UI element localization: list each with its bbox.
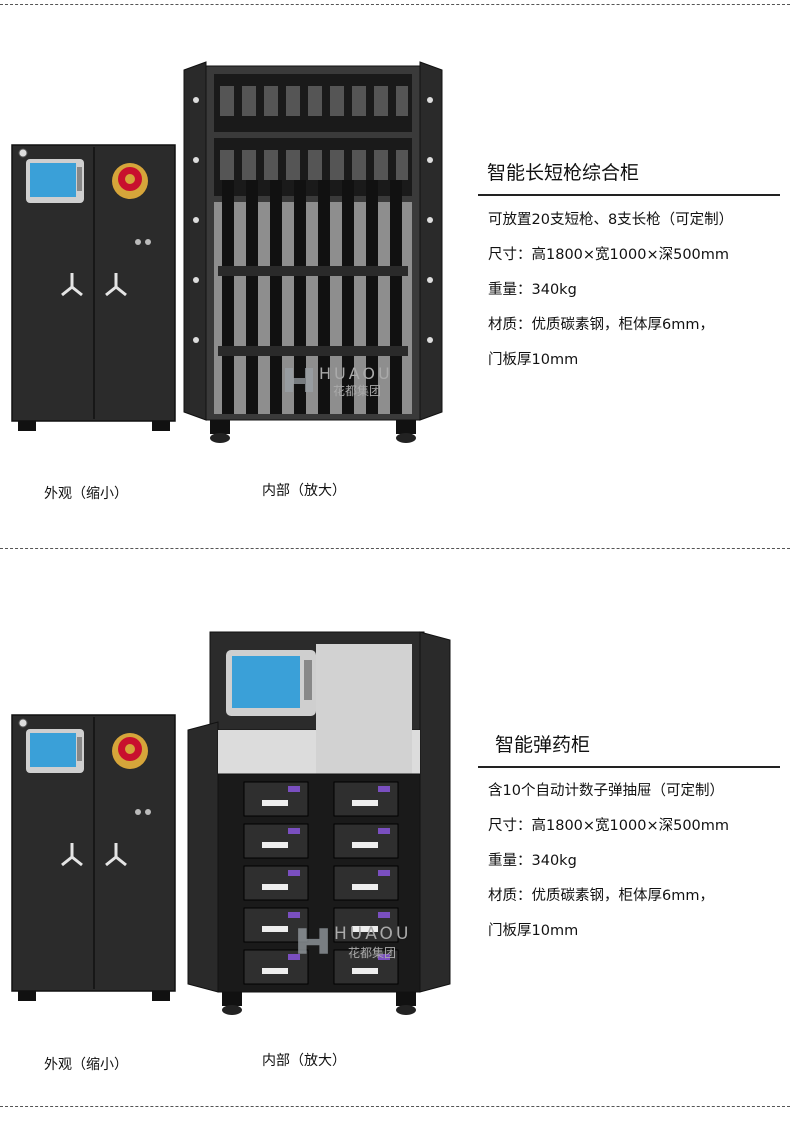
spec-weight: 重量：340kg bbox=[488, 282, 577, 298]
spec-capacity: 可放置20支短枪、8支长枪（可定制） bbox=[488, 212, 734, 228]
interior-cabinet-image bbox=[187, 631, 451, 1015]
spec-weight: 重量：340kg bbox=[488, 853, 577, 869]
spec-capacity: 含10个自动计数子弹抽屉（可定制） bbox=[488, 783, 724, 799]
watermark-brand: HUAOU bbox=[334, 924, 412, 944]
caption-interior: 内部（放大） bbox=[262, 1053, 346, 1069]
watermark-brand: HUAOU bbox=[319, 364, 393, 383]
spec-size: 尺寸：高1800×宽1000×深500mm bbox=[488, 818, 730, 834]
divider-middle bbox=[0, 548, 790, 549]
product-section-ammo-cabinet: HUAOU 花都集团 外观（缩小） 内部（放大） 智能弹药柜 含10个自动计数子… bbox=[0, 560, 790, 1106]
huaou-watermark: HUAOU 花都集团 bbox=[296, 922, 456, 962]
watermark-cn: 花都集团 bbox=[348, 946, 397, 960]
divider-top bbox=[0, 4, 790, 5]
title-underline bbox=[478, 194, 780, 196]
exterior-cabinet-image bbox=[11, 714, 176, 1001]
huaou-logo-icon bbox=[298, 928, 328, 954]
title-underline bbox=[478, 766, 780, 768]
spec-door-thickness: 门板厚10mm bbox=[488, 352, 579, 368]
spec-material: 材质：优质碳素钢，柜体厚6mm， bbox=[488, 317, 714, 333]
caption-exterior: 外观（缩小） bbox=[44, 486, 128, 502]
police-emblem-icon bbox=[112, 163, 148, 199]
product-title: 智能弹药柜 bbox=[495, 734, 591, 756]
spec-size: 尺寸：高1800×宽1000×深500mm bbox=[488, 247, 730, 263]
divider-bottom bbox=[0, 1106, 790, 1107]
huaou-logo-icon bbox=[285, 368, 313, 392]
spec-material: 材质：优质碳素钢，柜体厚6mm， bbox=[488, 888, 714, 904]
watermark-cn: 花都集团 bbox=[333, 384, 382, 398]
caption-interior: 内部（放大） bbox=[262, 483, 346, 499]
police-emblem-icon bbox=[112, 733, 148, 769]
spec-door-thickness: 门板厚10mm bbox=[488, 923, 579, 939]
huaou-watermark: HUAOU 花都集团 bbox=[283, 362, 443, 398]
product-title: 智能长短枪综合柜 bbox=[487, 162, 640, 184]
exterior-cabinet-image bbox=[11, 144, 176, 431]
interior-cabinet-image bbox=[183, 61, 443, 443]
caption-exterior: 外观（缩小） bbox=[44, 1057, 128, 1073]
product-section-gun-cabinet: HUAOU 花都集团 外观（缩小） 内部（放大） 智能长短枪综合柜 可放置20支… bbox=[0, 0, 790, 548]
